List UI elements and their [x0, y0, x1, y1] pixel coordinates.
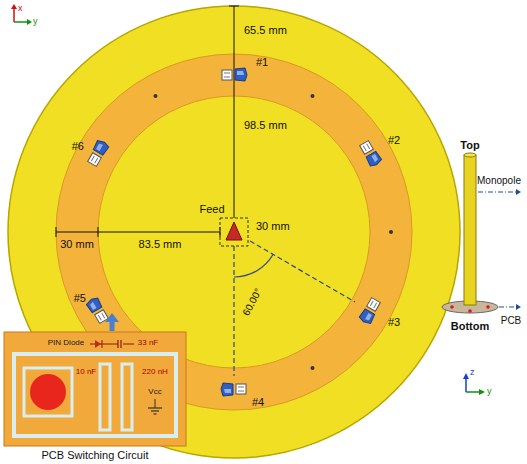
pin-switch: [86, 139, 110, 167]
angle-lines: [233, 246, 234, 376]
dimension-label: 98.5 mm: [244, 119, 287, 131]
switching-circuit-inset: [24, 368, 72, 416]
part-label: PCB: [501, 315, 522, 326]
component-label: PIN Diode: [48, 339, 84, 348]
monopole-side-view: [450, 305, 454, 309]
pin-switch: [222, 68, 247, 81]
axis-indicator: [27, 19, 32, 25]
switching-circuit-inset: [123, 344, 134, 345]
component-value: 220 nH: [142, 368, 168, 377]
dimension-lines: [56, 6, 239, 237]
switching-circuit-inset: [100, 364, 110, 430]
axis-indicator: [463, 373, 469, 379]
pin-switch: [359, 140, 383, 168]
pin-switch: [85, 296, 109, 324]
switching-circuit-inset: [122, 364, 132, 430]
feed-probe: [226, 222, 242, 240]
axis-indicator: [11, 4, 32, 25]
dimension-label: 65.5 mm: [244, 24, 287, 36]
via-dots: [311, 366, 315, 370]
pin-switch: [221, 383, 246, 396]
switching-circuit-inset: [154, 413, 157, 414]
switching-circuit-inset: [4, 332, 186, 446]
leader-arrows: [478, 192, 517, 307]
inset-caption: PCB Switching Circuit: [42, 449, 149, 461]
axis-indicator: [13, 8, 15, 22]
monopole-side-view: [464, 155, 476, 305]
dimension-label: 83.5 mm: [139, 238, 182, 250]
switching-circuit-inset: [120, 340, 121, 348]
dimension-lines: [56, 227, 57, 237]
axis-indicator: [14, 21, 28, 23]
switching-circuit-inset: [95, 340, 101, 348]
monopole-side-view: [464, 153, 476, 157]
dimension-lines: [234, 54, 235, 218]
leader-arrows: [499, 307, 517, 308]
dimension-lines: [229, 6, 239, 7]
part-label: Bottom: [451, 320, 490, 332]
callout-arrow: [105, 313, 119, 322]
callout-number: #5: [74, 292, 86, 304]
monopole-side-view: [486, 305, 490, 309]
component-value: 33 nF: [138, 339, 158, 348]
axis-label: y: [487, 387, 492, 397]
callout-number: #3: [388, 316, 400, 328]
via-dots: [154, 94, 158, 98]
part-label: Monopole: [477, 175, 521, 186]
callout-number: #6: [72, 140, 84, 152]
signal-name: Vcc: [148, 388, 161, 397]
axis-indicator: [465, 378, 467, 392]
feed-label: Feed: [199, 203, 224, 215]
monopole-side-view: [468, 309, 472, 313]
axis-label: y: [33, 17, 38, 27]
axis-label: x: [18, 4, 23, 14]
via-dots: [311, 94, 315, 98]
leader-arrows: [478, 192, 517, 193]
component-value: 10 nF: [76, 368, 96, 377]
switching-circuit-inset: [102, 340, 103, 348]
switching-circuit-inset: [14, 354, 176, 436]
axis-indicator: [11, 4, 17, 9]
dimension-lines: [234, 6, 235, 54]
angle-lines: [234, 241, 355, 376]
switching-circuit-inset: [4, 332, 186, 446]
switching-circuit-inset: [148, 407, 162, 408]
switching-circuit-inset: [155, 399, 156, 408]
switching-circuit-inset: [151, 410, 159, 411]
dimension-lines: [98, 227, 99, 237]
feed-box: [220, 218, 248, 246]
callout-number: #4: [252, 396, 264, 408]
angle-lines: [250, 241, 355, 302]
axis-indicator: [479, 389, 485, 395]
angle-arc: [234, 255, 273, 278]
dimension-label: 30 mm: [256, 220, 290, 232]
part-label: Top: [460, 139, 479, 151]
callout-number: #2: [388, 134, 400, 146]
switching-circuit-inset: [117, 340, 118, 348]
callout-arrow: [105, 313, 119, 331]
axis-label: z: [470, 368, 475, 378]
callout-number: #1: [256, 56, 268, 68]
dimension-label: 30 mm: [60, 238, 94, 250]
arrowhead: [516, 304, 521, 310]
switching-circuit-inset: [90, 344, 118, 345]
switching-circuit-inset: [30, 374, 66, 410]
pin-switch: [358, 297, 382, 325]
arrowhead: [516, 189, 521, 195]
axis-indicator: [466, 391, 480, 393]
dimension-lines: [56, 232, 220, 233]
angle-label: 60.00°: [240, 287, 263, 318]
via-dots: [389, 230, 393, 234]
